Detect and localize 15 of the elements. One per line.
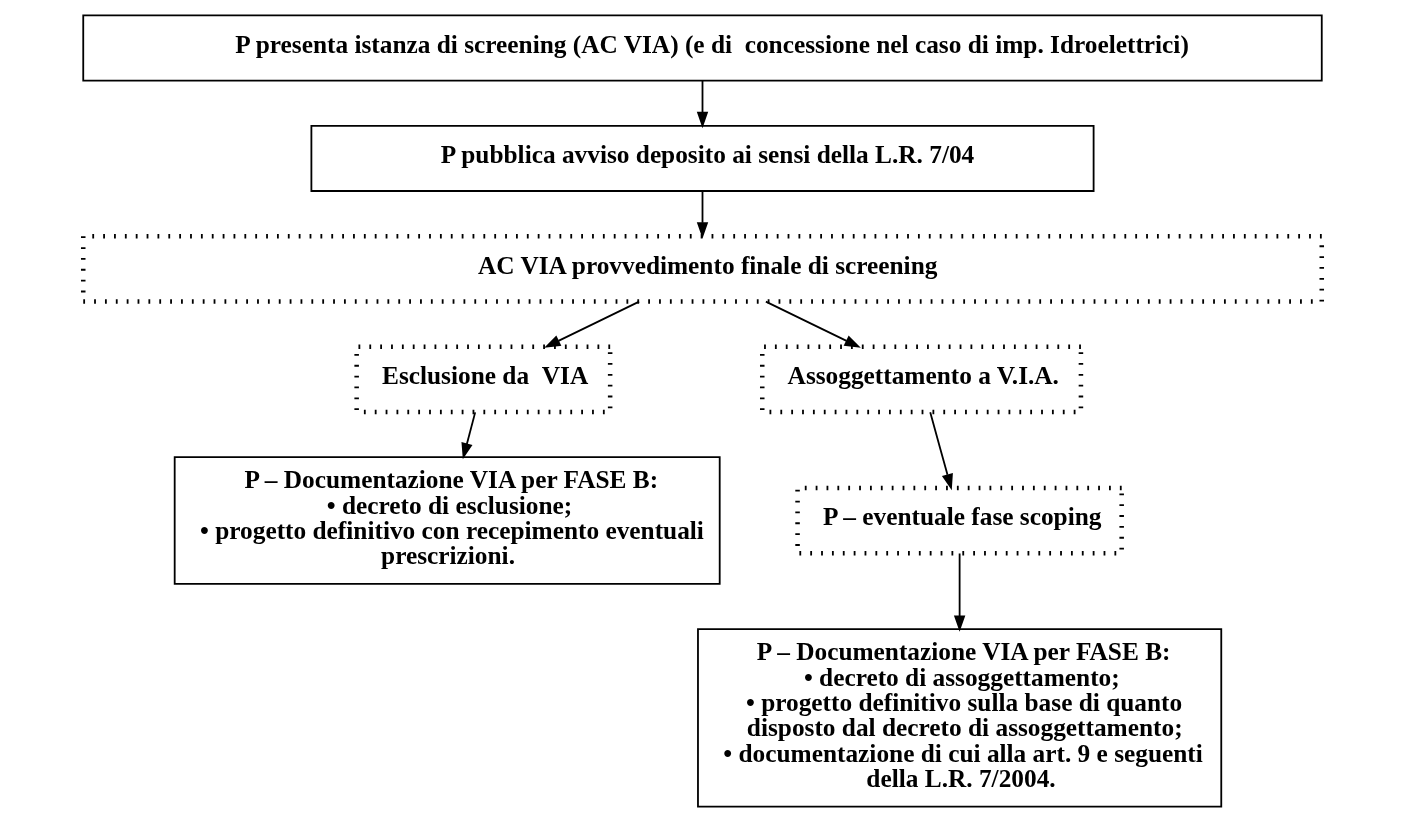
node-box: P pubblica avviso deposito ai sensi della L.R. 7/04	[310, 124, 1094, 192]
node-box: P – eventuale fase scoping	[794, 485, 1124, 556]
arrow	[460, 411, 476, 460]
arrow	[764, 300, 861, 348]
node-box: Assoggettamento a V.I.A.	[759, 344, 1083, 415]
arrow	[696, 79, 708, 129]
node-box: P – Documentazione VIA per FASE B: • decreto di esclusione; • progetto definitivo con recepimento eventuali prescrizioni.	[173, 456, 721, 585]
arrow	[543, 300, 640, 348]
node-box: P – Documentazione VIA per FASE B: • decreto di assoggettamento; • progetto definitivo sulla base di quanto disposto dal decreto di assoggettamento; • documentazione di cui alla art. 9 e seguenti della L.R. 7/2004.	[696, 628, 1222, 808]
arrow	[696, 190, 708, 239]
node-box: P presenta istanza di screening (AC VIA) (e di concessione nel caso di imp. Idroelettrici)	[81, 14, 1323, 82]
node-box: Esclusione da VIA	[353, 344, 612, 415]
node-box: AC VIA provvedimento finale di screening	[80, 234, 1324, 304]
arrow	[928, 411, 953, 491]
arrow	[953, 552, 965, 632]
